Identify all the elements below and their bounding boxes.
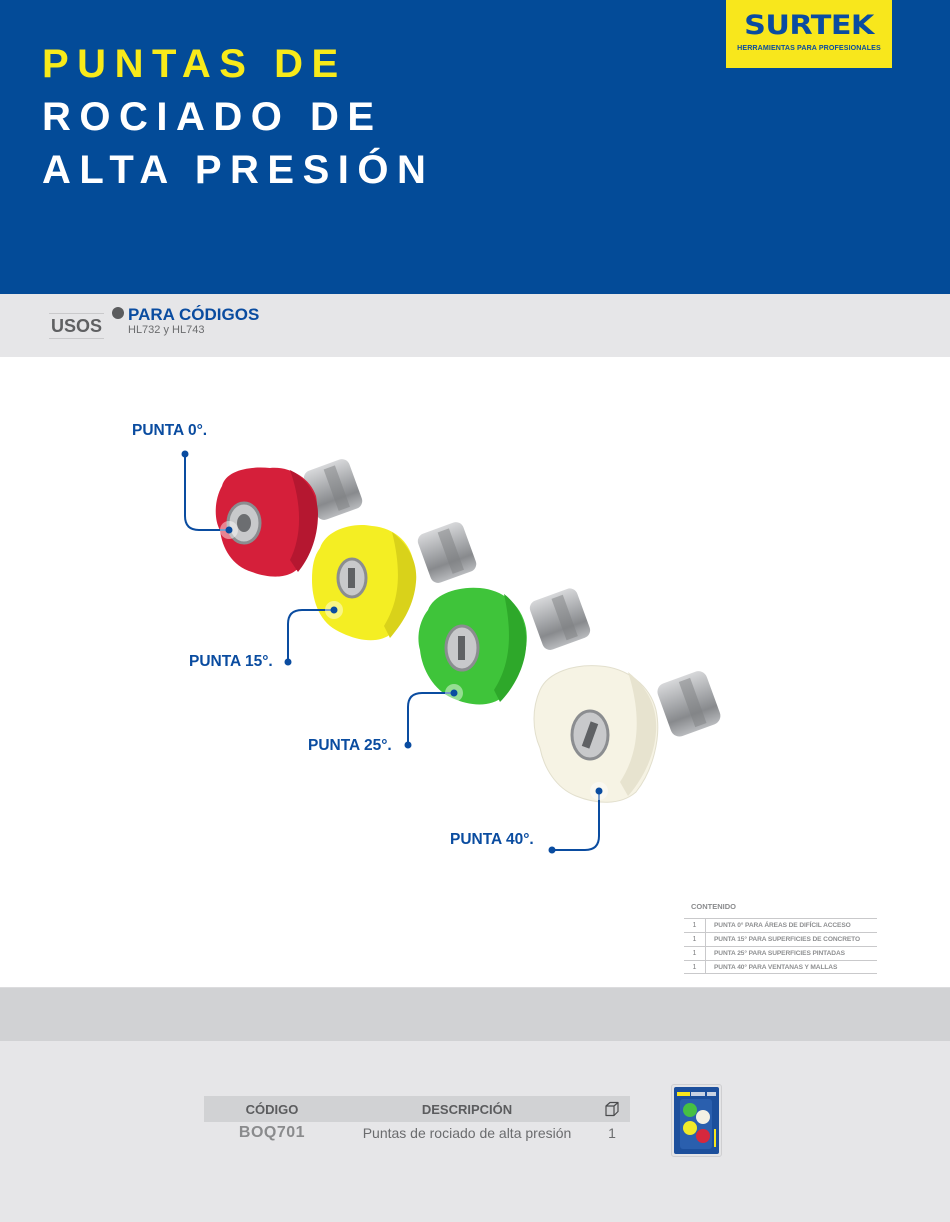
box-icon xyxy=(594,1101,630,1118)
nozzle-illustration xyxy=(181,450,721,854)
product-table-header: CÓDIGO DESCRIPCIÓN xyxy=(204,1096,630,1122)
contents-desc: PUNTA 15° PARA SUPERFICIES DE CONCRETO xyxy=(714,936,860,943)
contents-qty: 1 xyxy=(684,947,706,960)
surtek-logo: SURTEK HERRAMIENTAS PARA PROFESIONALES xyxy=(726,0,892,68)
brand-name: SURTEK xyxy=(744,10,874,41)
divider-band xyxy=(0,987,950,1041)
footer-band xyxy=(0,1041,950,1222)
contents-desc: PUNTA 0° PARA ÁREAS DE DIFÍCIL ACCESO xyxy=(714,922,851,929)
contents-qty: 1 xyxy=(684,933,706,946)
nozzle-yellow-icon xyxy=(312,522,477,641)
table-row: 1 PUNTA 40° PARA VENTANAS Y MALLAS xyxy=(684,960,877,974)
table-row: BOQ701 Puntas de rociado de alta presión… xyxy=(204,1122,630,1144)
title-line-3: ALTA PRESIÓN xyxy=(42,148,435,192)
table-row: 1 PUNTA 25° PARA SUPERFICIES PINTADAS xyxy=(684,946,877,960)
header-band: PUNTAS DE ROCIADO DE ALTA PRESIÓN SURTEK… xyxy=(0,0,950,294)
nozzle-diagram: PUNTA 0°. PUNTA 15°. PUNTA 25°. PUNTA 40… xyxy=(0,357,950,987)
callout-punta-40: PUNTA 40°. xyxy=(450,831,534,848)
callout-punta-15: PUNTA 15°. xyxy=(189,653,273,670)
callout-punta-0: PUNTA 0°. xyxy=(132,422,208,439)
callout-punta-25: PUNTA 25°. xyxy=(308,737,392,754)
title-line-2: ROCIADO DE xyxy=(42,95,383,139)
usos-title: PARA CÓDIGOS xyxy=(128,305,260,324)
usos-band: USOS PARA CÓDIGOS HL732 y HL743 xyxy=(0,294,950,357)
header-description: DESCRIPCIÓN xyxy=(421,1101,513,1117)
nozzle-red-icon xyxy=(215,459,363,577)
contents-table: CONTENIDO 1 PUNTA 0° PARA ÁREAS DE DIFÍC… xyxy=(684,901,877,974)
product-qty: 1 xyxy=(608,1125,616,1141)
product-code: BOQ701 xyxy=(238,1124,306,1141)
contents-qty: 1 xyxy=(684,919,706,932)
table-row: 1 PUNTA 0° PARA ÁREAS DE DIFÍCIL ACCESO xyxy=(684,918,877,932)
brand-tagline: HERRAMIENTAS PARA PROFESIONALES xyxy=(737,44,881,52)
nozzle-green-icon xyxy=(418,587,591,705)
title-line-1: PUNTAS DE xyxy=(42,42,347,86)
usos-subtitle: HL732 y HL743 xyxy=(128,324,205,336)
contents-desc: PUNTA 40° PARA VENTANAS Y MALLAS xyxy=(714,963,838,971)
contents-desc: PUNTA 25° PARA SUPERFICIES PINTADAS xyxy=(714,950,845,957)
nozzle-white-icon xyxy=(533,665,721,803)
page-title: PUNTAS DE ROCIADO DE ALTA PRESIÓN xyxy=(42,38,434,197)
bullet-icon xyxy=(112,307,124,319)
table-row: 1 PUNTA 15° PARA SUPERFICIES DE CONCRETO xyxy=(684,932,877,946)
contents-title: CONTENIDO xyxy=(691,902,736,911)
usos-label: USOS xyxy=(49,313,104,339)
callout-markers xyxy=(181,450,608,854)
contents-qty: 1 xyxy=(684,961,706,973)
header-code: CÓDIGO xyxy=(245,1101,299,1117)
product-table: CÓDIGO DESCRIPCIÓN BOQ701 Puntas de roci… xyxy=(204,1096,630,1144)
package-thumbnail xyxy=(671,1084,722,1157)
callout-lines xyxy=(184,454,600,851)
package-image-icon xyxy=(674,1087,719,1154)
product-description: Puntas de rociado de alta presión xyxy=(362,1125,572,1141)
